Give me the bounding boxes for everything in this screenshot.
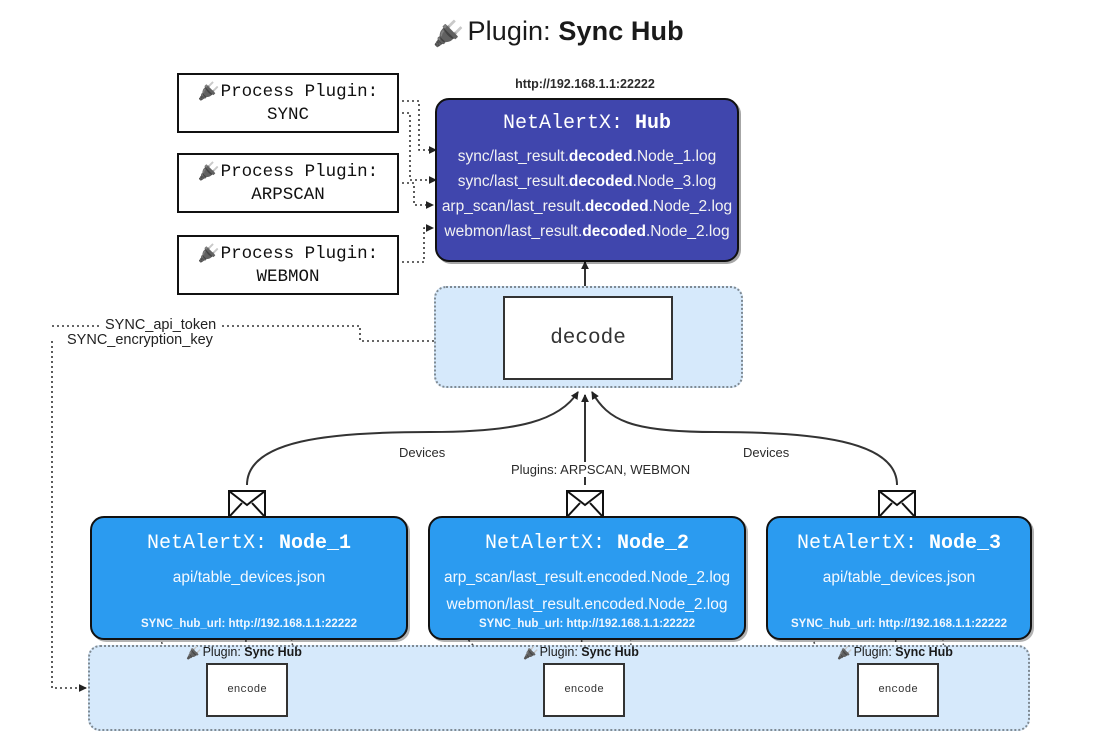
node-footer: SYNC_hub_url: http://192.168.1.1:22222 [140,618,358,630]
hub-log-line: arp_scan/last_result.decoded.Node_2.log [441,198,733,216]
node-line: api/table_devices.json [172,569,326,586]
page-title: 🔌Plugin: Sync Hub [0,16,1117,48]
node-box-node1[interactable]: NetAlertX: Node_1 api/table_devices.json… [90,516,408,640]
sync-encryption-key-label: SYNC_encryption_key [63,332,217,348]
process-plugin-line1: Process Plugin: [220,243,379,264]
node-line: arp_scan/last_result.encoded.Node_2.log [443,569,731,586]
process-plugin-line2: WEBMON [256,267,320,287]
hub-url-label: http://192.168.1.1:22222 [515,77,655,91]
edge-label-devices-left: Devices [396,445,449,460]
decode-box[interactable]: decode [503,296,673,380]
encode-box-1[interactable]: encode [206,663,288,717]
node-line-list: api/table_devices.json [768,565,1030,592]
node-line: webmon/last_result.encoded.Node_2.log [446,595,728,613]
process-plugin-line2: SYNC [266,105,309,125]
node-footer: SYNC_hub_url: http://192.168.1.1:22222 [790,618,1008,630]
envelope-icon [228,490,266,518]
hub-log-list: sync/last_result.decoded.Node_1.log sync… [437,144,737,244]
node-box-node3[interactable]: NetAlertX: Node_3 api/table_devices.json… [766,516,1032,640]
envelope-icon [878,490,916,518]
process-plugin-line1: Process Plugin: [220,161,379,182]
process-plugin-line2: ARPSCAN [251,185,325,205]
encode-plugin-label-3: 🔌Plugin: Sync Hub [837,645,953,660]
encode-box-2[interactable]: encode [543,663,625,717]
process-plugin-box-sync[interactable]: 🔌Process Plugin: SYNC [177,73,399,133]
process-plugin-box-webmon[interactable]: 🔌Process Plugin: WEBMON [177,235,399,295]
node-title: NetAlertX: Node_2 [484,532,690,555]
process-plugin-box-arpscan[interactable]: 🔌Process Plugin: ARPSCAN [177,153,399,213]
hub-title-prefix: NetAlertX: [502,112,623,135]
plug-icon: 🔌 [837,646,853,660]
hub-log-line: sync/last_result.decoded.Node_1.log [457,148,717,165]
edge-label-devices-right: Devices [740,445,793,460]
sync-api-token-label: SYNC_api_token [101,317,221,333]
encode-box-3[interactable]: encode [857,663,939,717]
hub-log-line: sync/last_result.decoded.Node_3.log [457,173,717,191]
plug-icon: 🔌 [197,242,220,263]
envelope-icon [566,490,604,518]
plug-icon: 🔌 [197,160,220,181]
plug-icon: 🔌 [433,20,465,48]
process-plugin-line1: Process Plugin: [220,81,379,102]
hub-node[interactable]: NetAlertX: Hub sync/last_result.decoded.… [435,98,739,262]
plug-icon: 🔌 [523,646,539,660]
node-line: api/table_devices.json [822,569,976,586]
page-title-prefix: Plugin: [467,16,551,46]
hub-log-line: webmon/last_result.decoded.Node_2.log [444,223,730,241]
hub-title-name: Hub [635,112,672,135]
plug-icon: 🔌 [186,646,202,660]
node-line-list: arp_scan/last_result.encoded.Node_2.log … [430,565,744,618]
node-box-node2[interactable]: NetAlertX: Node_2 arp_scan/last_result.e… [428,516,746,640]
plug-icon: 🔌 [197,80,220,101]
node-footer: SYNC_hub_url: http://192.168.1.1:22222 [478,618,696,630]
page-title-name: Sync Hub [558,16,684,46]
encode-plugin-label-1: 🔌Plugin: Sync Hub [186,645,302,660]
edge-label-plugins-middle: Plugins: ARPSCAN, WEBMON [508,462,694,477]
node-title: NetAlertX: Node_1 [146,532,352,555]
encode-plugin-label-2: 🔌Plugin: Sync Hub [523,645,639,660]
hub-title: NetAlertX: Hub [437,112,737,135]
node-title: NetAlertX: Node_3 [796,532,1002,555]
node-line-list: api/table_devices.json [92,565,406,592]
